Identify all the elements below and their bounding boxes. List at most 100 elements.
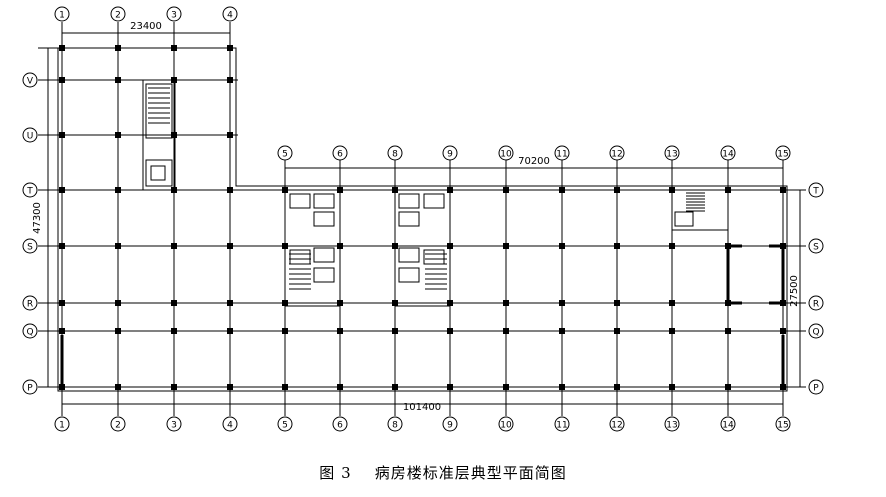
- grid-bubble-label: 15: [777, 421, 788, 431]
- grid-bubble: [222, 416, 238, 432]
- grid-bubble: [22, 238, 38, 254]
- grid-bubble-label: P: [813, 384, 819, 394]
- elevator-core: [284, 189, 341, 307]
- grid-bubble: [332, 145, 348, 161]
- structural-column: [559, 328, 565, 334]
- elevator-core: [394, 189, 451, 307]
- structural-column: [227, 187, 233, 193]
- grid-bubble-label: 1: [59, 421, 65, 431]
- grid-bubble-label: Q: [812, 328, 819, 338]
- structural-column: [725, 328, 731, 334]
- grid-bubble: [110, 6, 126, 22]
- grid-bubble-label: 6: [337, 421, 343, 431]
- structural-column: [780, 243, 786, 249]
- grid-bubble: [22, 295, 38, 311]
- grid-bubble-label: S: [813, 243, 819, 253]
- grid-bubble: [277, 416, 293, 432]
- structural-column: [171, 300, 177, 306]
- grid-bubble-label: 3: [171, 11, 177, 21]
- grid-bubble-label: 15: [777, 150, 788, 160]
- dimension-right: 27500: [789, 275, 800, 307]
- structural-column: [669, 300, 675, 306]
- grid-bubble: [808, 182, 824, 198]
- grid-bubble-label: 4: [227, 421, 233, 431]
- structural-column: [503, 300, 509, 306]
- structural-column: [115, 77, 121, 83]
- structural-column: [115, 45, 121, 51]
- caption-figure-number: 图 3: [319, 464, 352, 482]
- structural-column: [725, 243, 731, 249]
- grid-bubble: [609, 416, 625, 432]
- grid-bubble-label: 5: [282, 421, 288, 431]
- structural-column: [282, 328, 288, 334]
- structural-column: [614, 187, 620, 193]
- structural-column: [171, 45, 177, 51]
- grid-bubble: [54, 416, 70, 432]
- caption-title: 病房楼标准层典型平面简图: [374, 464, 567, 482]
- structural-column: [669, 384, 675, 390]
- grid-bubble-label: 2: [115, 11, 121, 21]
- elevator-shaft: [398, 211, 420, 227]
- grid-bubble: [720, 145, 736, 161]
- elevator-shaft: [398, 247, 420, 263]
- stair-flight: [145, 83, 173, 139]
- grid-bubble-label: 8: [392, 150, 398, 160]
- grid-bubble-label: 10: [500, 421, 512, 431]
- grid-bubble: [442, 416, 458, 432]
- grid-bubble-label: 9: [447, 150, 453, 160]
- grid-bubble: [554, 145, 570, 161]
- structural-column: [337, 328, 343, 334]
- grid-bubble: [22, 323, 38, 339]
- structural-column: [392, 384, 398, 390]
- grid-bubble: [22, 379, 38, 395]
- grid-bubble-label: U: [27, 132, 34, 142]
- structural-column: [392, 328, 398, 334]
- grid-bubble-label: 13: [666, 150, 677, 160]
- elevator-shaft: [674, 211, 694, 227]
- grid-bubble-label: 6: [337, 150, 343, 160]
- grid-bubble-label: 12: [611, 421, 622, 431]
- grid-bubble: [775, 416, 791, 432]
- figure-caption: 图 3 病房楼标准层典型平面简图: [0, 462, 886, 483]
- elevator-shaft: [423, 193, 445, 209]
- structural-column: [171, 384, 177, 390]
- structural-column: [559, 300, 565, 306]
- structural-column: [780, 384, 786, 390]
- dimension-bottom: 101400: [403, 402, 441, 413]
- elevator-shaft: [289, 193, 311, 209]
- grid-bubble: [387, 145, 403, 161]
- structural-column: [614, 243, 620, 249]
- structural-column: [115, 328, 121, 334]
- structural-column: [59, 243, 65, 249]
- structural-column: [115, 243, 121, 249]
- structural-column: [59, 384, 65, 390]
- structural-column: [227, 300, 233, 306]
- grid-bubble-label: Q: [26, 328, 33, 338]
- structural-column: [725, 384, 731, 390]
- structural-column: [780, 300, 786, 306]
- elevator-car: [150, 165, 166, 181]
- grid-bubble-label: 10: [500, 150, 512, 160]
- grid-bubble: [808, 295, 824, 311]
- structural-column: [614, 384, 620, 390]
- grid-bubble: [166, 416, 182, 432]
- grid-bubble-label: 8: [392, 421, 398, 431]
- structural-column: [559, 243, 565, 249]
- structural-column: [447, 384, 453, 390]
- grid-bubble: [775, 145, 791, 161]
- structural-column: [780, 187, 786, 193]
- grid-bubble-label: 9: [447, 421, 453, 431]
- grid-bubble: [222, 6, 238, 22]
- dimension-top-right: 70200: [518, 156, 550, 167]
- grid-bubble: [664, 145, 680, 161]
- structural-column: [227, 77, 233, 83]
- grid-bubble: [498, 416, 514, 432]
- structural-column: [227, 243, 233, 249]
- grid-bubble: [609, 145, 625, 161]
- grid-bubble: [664, 416, 680, 432]
- grid-bubble: [54, 6, 70, 22]
- elevator-shaft: [398, 267, 420, 283]
- grid-bubble-label: R: [813, 300, 819, 310]
- grid-bubble-label: 11: [556, 421, 567, 431]
- structural-column: [115, 384, 121, 390]
